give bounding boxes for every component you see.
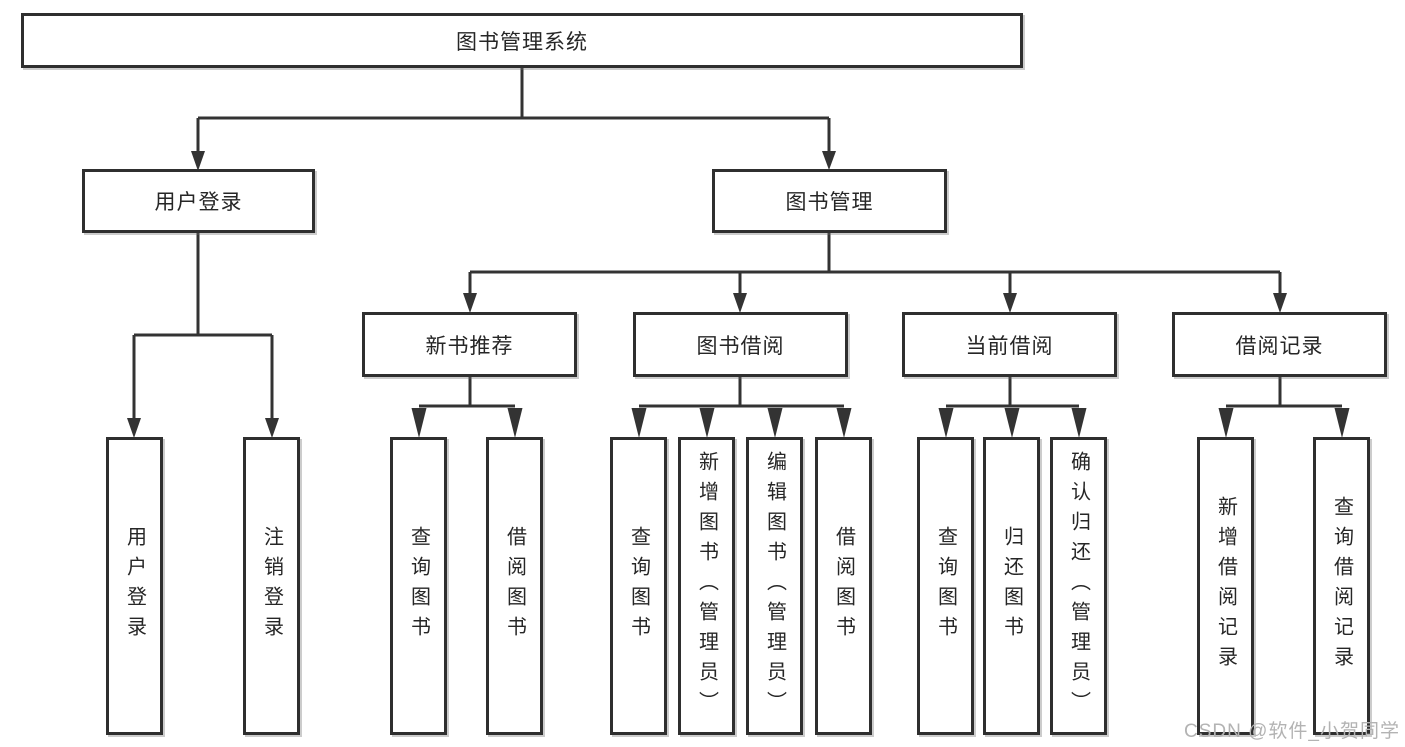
leaf-add-borrow-record: 新增借阅记录 xyxy=(1197,437,1254,735)
node-label: 图书管理系统 xyxy=(456,30,588,54)
node-label: 确认归还（管理员） xyxy=(1067,451,1090,721)
node-label: 用户登录 xyxy=(154,191,243,214)
node-book-management: 图书管理 xyxy=(712,169,947,233)
leaf-borrow-books-borrowing: 借阅图书 xyxy=(815,437,872,735)
node-label: 借阅记录 xyxy=(1235,334,1324,358)
node-label: 借阅图书 xyxy=(832,526,855,646)
node-user-login: 用户登录 xyxy=(82,169,315,233)
leaf-query-books-borrowing: 查询图书 xyxy=(610,437,667,735)
node-library-management-system: 图书管理系统 xyxy=(21,13,1023,68)
leaf-query-books-current: 查询图书 xyxy=(917,437,974,735)
node-label: 用户登录 xyxy=(123,526,146,646)
node-label: 查询借阅记录 xyxy=(1330,496,1353,676)
node-current-borrowing: 当前借阅 xyxy=(902,312,1117,377)
node-book-borrowing: 图书借阅 xyxy=(633,312,848,377)
node-label: 查询图书 xyxy=(627,526,650,646)
node-label: 新书推荐 xyxy=(425,334,514,358)
node-label: 借阅图书 xyxy=(503,526,526,646)
node-borrowing-records: 借阅记录 xyxy=(1172,312,1387,377)
node-label: 编辑图书（管理员） xyxy=(763,451,786,721)
node-label: 当前借阅 xyxy=(965,334,1054,358)
leaf-return-book: 归还图书 xyxy=(983,437,1040,735)
arrowheads xyxy=(127,151,1350,438)
leaf-logout: 注销登录 xyxy=(243,437,300,735)
node-label: 新增图书（管理员） xyxy=(695,451,718,721)
csdn-watermark: CSDN @软件_小贺同学 xyxy=(1184,721,1400,742)
node-label: 查询图书 xyxy=(407,526,430,646)
leaf-query-books-recommend: 查询图书 xyxy=(390,437,447,735)
node-label: 查询图书 xyxy=(934,526,957,646)
node-new-book-recommend: 新书推荐 xyxy=(362,312,577,377)
node-label: 图书管理 xyxy=(785,191,874,214)
leaf-confirm-return-admin: 确认归还（管理员） xyxy=(1050,437,1107,735)
node-label: 归还图书 xyxy=(1000,526,1023,646)
leaf-edit-book-admin: 编辑图书（管理员） xyxy=(746,437,803,735)
node-label: 新增借阅记录 xyxy=(1214,496,1237,676)
leaf-query-borrow-record: 查询借阅记录 xyxy=(1313,437,1370,735)
node-label: 注销登录 xyxy=(260,526,283,646)
node-label: 图书借阅 xyxy=(696,334,785,358)
leaf-borrow-books-recommend: 借阅图书 xyxy=(486,437,543,735)
leaf-user-login: 用户登录 xyxy=(106,437,163,735)
leaf-add-book-admin: 新增图书（管理员） xyxy=(678,437,735,735)
